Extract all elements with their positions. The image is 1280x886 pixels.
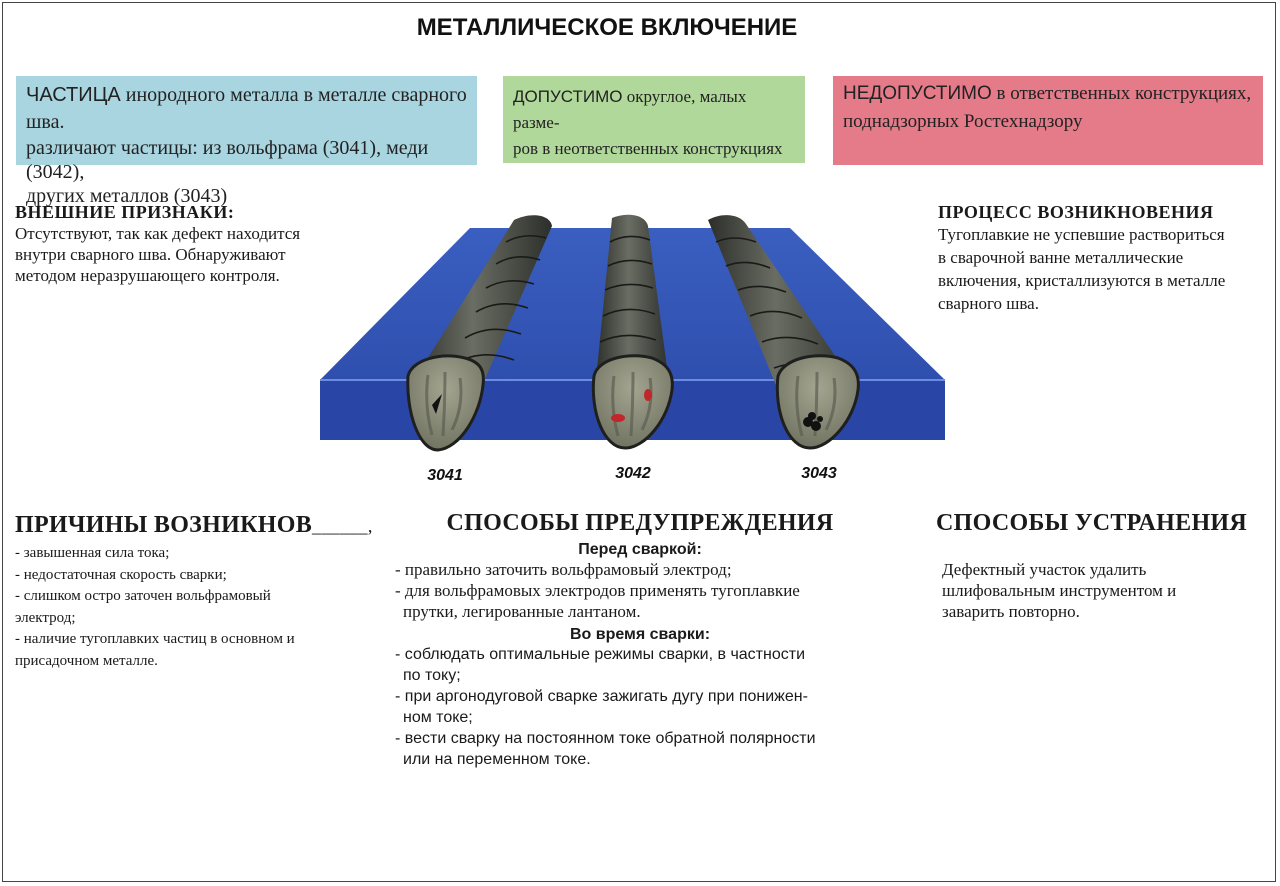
process-line: в сварочной ванне металлические xyxy=(938,248,1184,267)
weld-bead-3043 xyxy=(708,215,860,450)
other-metal-inclusion xyxy=(803,412,823,431)
before-welding-item: - правильно заточить вольфрамовый электр… xyxy=(395,560,732,579)
before-welding-heading: Перед сваркой: xyxy=(578,541,702,558)
process-heading: ПРОЦЕСС ВОЗНИКНОВЕНИЯ xyxy=(938,202,1214,222)
elimination-line: Дефектный участок удалить xyxy=(942,560,1147,579)
process-text: Тугоплавкие не успевшие раствориться в с… xyxy=(938,223,1273,315)
unacceptable-lead: НЕДОПУСТИМО xyxy=(843,83,992,104)
external-signs-section: ВНЕШНИЕ ПРИЗНАКИ: Отсутствуют, так как д… xyxy=(15,202,365,286)
during-welding-item: - вести сварку на постоянном токе обратн… xyxy=(395,730,816,747)
causes-item: - слишком остро заточен вольфрамовый xyxy=(15,588,271,604)
acceptable-lead: ДОПУСТИМО xyxy=(513,87,623,106)
acceptable-box: ДОПУСТИМО округлое, малых разме- ров в н… xyxy=(503,76,805,163)
elimination-text: Дефектный участок удалить шлифовальным и… xyxy=(936,559,1276,622)
causes-item: - недостаточная скорость сварки; xyxy=(15,566,227,583)
prevention-heading: СПОСОБЫ ПРЕДУПРЕЖДЕНИЯ xyxy=(446,510,834,536)
elimination-heading: СПОСОБЫ УСТРАНЕНИЯ xyxy=(936,510,1248,536)
before-welding-list: - правильно заточить вольфрамовый электр… xyxy=(395,559,885,622)
causes-item: - завышенная сила тока; xyxy=(15,545,170,561)
process-line: включения, кристаллизуются в металле xyxy=(938,271,1226,290)
unacceptable-line2: поднадзорных Ростехнадзору xyxy=(843,111,1083,132)
label-3041: 3041 xyxy=(427,467,463,484)
causes-item: электрод; xyxy=(15,609,76,626)
definition-line3: других металлов (3043) xyxy=(26,185,228,207)
definition-line1: инородного металла в металле сварного шв… xyxy=(26,84,467,133)
external-signs-text: Отсутствуют, так как дефект находится вн… xyxy=(15,223,365,286)
elimination-line: шлифовальным инструментом и xyxy=(942,581,1177,600)
definition-box: ЧАСТИЦА инородного металла в металле сва… xyxy=(16,76,477,207)
before-welding-item: прутки, легированные лантаном. xyxy=(403,602,641,621)
prevention-section: СПОСОБЫ ПРЕДУПРЕЖДЕНИЯ Перед сваркой: - … xyxy=(395,510,885,770)
label-3042: 3042 xyxy=(615,465,651,482)
definition-line2: различают частицы: из вольфрама (3041), … xyxy=(26,137,429,183)
during-welding-item: - соблюдать оптимальные режимы сварки, в… xyxy=(395,646,806,663)
unacceptable-box: НЕДОПУСТИМО в ответственных конструкциях… xyxy=(833,76,1263,165)
external-signs-line: методом неразрушающего контроля. xyxy=(15,266,280,285)
causes-section: ПРИЧИНЫ ВОЗНИКНОВ______, - завышенная си… xyxy=(15,512,395,672)
during-welding-list: - соблюдать оптимальные режимы сварки, в… xyxy=(395,644,885,770)
plate-edge-left xyxy=(318,228,470,382)
during-welding-item: - при аргонодуговой сварке зажигать дугу… xyxy=(395,688,808,705)
process-section: ПРОЦЕСС ВОЗНИКНОВЕНИЯ Тугоплавкие не усп… xyxy=(938,202,1273,315)
copper-inclusion xyxy=(611,414,625,422)
unacceptable-line1: в ответственных конструкциях, xyxy=(991,83,1252,104)
acceptable-line2: ров в неответственных конструкциях xyxy=(513,139,783,158)
external-signs-line: Отсутствуют, так как дефект находится xyxy=(15,224,301,243)
during-welding-heading: Во время сварки: xyxy=(569,626,711,643)
causes-list: - завышенная сила тока; - недостаточная … xyxy=(15,543,395,672)
process-line: Тугоплавкие не успевшие раствориться xyxy=(938,225,1225,244)
tungsten-inclusion xyxy=(432,394,442,414)
weld-bead-3042 xyxy=(591,214,674,450)
elimination-section: СПОСОБЫ УСТРАНЕНИЯ Дефектный участок уда… xyxy=(936,510,1276,622)
copper-inclusion xyxy=(644,389,652,401)
label-3043: 3043 xyxy=(801,465,837,482)
external-signs-line: внутри сварного шва. Обнаруживают xyxy=(15,245,286,264)
elimination-line: заварить повторно. xyxy=(942,602,1080,621)
during-welding-item: по току; xyxy=(403,667,461,684)
page-title: МЕТАЛЛИЧЕСКОЕ ВКЛЮЧЕНИЕ xyxy=(416,14,798,41)
during-welding-item: или на переменном токе. xyxy=(403,751,591,768)
before-welding-item: - для вольфрамовых электродов применять … xyxy=(395,581,800,600)
causes-item: - наличие тугоплавких частиц в основном … xyxy=(15,631,295,647)
causes-heading-tail: ______, xyxy=(312,516,373,536)
during-welding-item: ном токе; xyxy=(403,709,473,726)
causes-heading: ПРИЧИНЫ ВОЗНИКНОВ______, xyxy=(15,512,395,539)
weld-bead-3041 xyxy=(406,215,552,452)
weld-plate-illustration: 3041 3042 3043 xyxy=(318,214,945,484)
process-line: сварного шва. xyxy=(938,294,1039,313)
acceptable-line1: округлое, малых разме- xyxy=(513,87,747,132)
causes-item: присадочном металле. xyxy=(15,652,158,669)
external-signs-heading: ВНЕШНИЕ ПРИЗНАКИ: xyxy=(15,202,235,222)
causes-heading-text: ПРИЧИНЫ ВОЗНИКНОВ xyxy=(15,512,313,538)
bead-body xyxy=(408,215,552,395)
bead-body xyxy=(708,215,858,395)
bead-body xyxy=(595,214,670,390)
definition-lead: ЧАСТИЦА xyxy=(26,84,121,106)
